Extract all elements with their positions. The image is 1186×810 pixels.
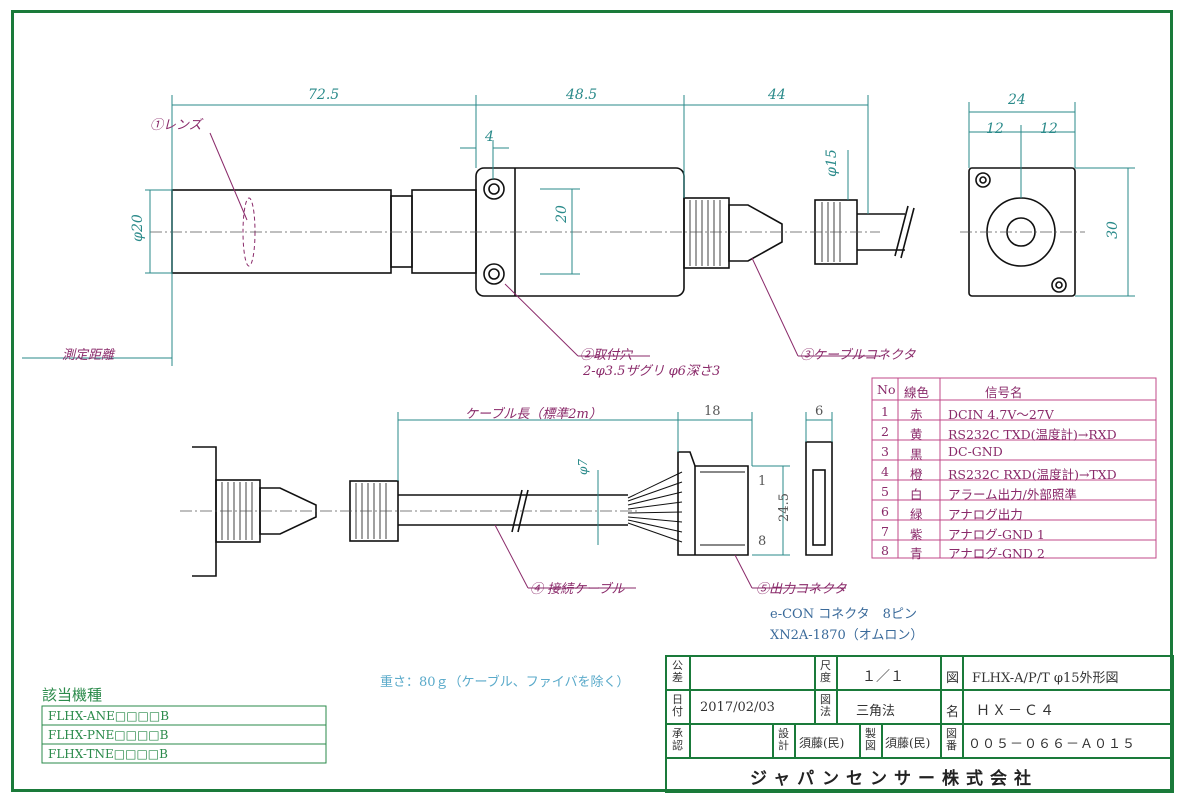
dim-24-5: 24.5 — [776, 493, 792, 522]
model-item-2: FLHX-PNE□□□□B — [48, 728, 169, 742]
callout-connection-cable: ④ 接続ケーブル — [530, 582, 625, 597]
lens-barrel — [171, 189, 392, 274]
projection-value: 三角法 — [856, 704, 896, 719]
row-5-color: 白 — [910, 487, 923, 502]
row-4-no: 4 — [881, 464, 889, 479]
table-header-color: 線色 — [904, 385, 930, 400]
row-5-signal: アラーム出力/外部照準 — [948, 487, 1077, 502]
row-2-signal: RS232C TXD(温度計)→RXD — [948, 427, 1117, 442]
cable-nut — [683, 197, 730, 269]
dim-phi7: φ7 — [576, 458, 591, 476]
dim-24: 24 — [1008, 92, 1026, 108]
row-6-no: 6 — [881, 504, 889, 519]
drawing-frame — [11, 10, 1173, 792]
connector-taper — [728, 204, 783, 262]
drawing-title: FLHX-A/P/T φ15外形図 — [972, 671, 1119, 686]
dim-44: 44 — [768, 87, 786, 103]
row-8-signal: アナログ-GND 2 — [948, 546, 1045, 561]
designer: 須藤(民) — [799, 736, 845, 750]
dim-6: 6 — [815, 404, 824, 419]
callout-output-connector: ⑤出力コネクタ — [756, 582, 847, 597]
name-label: 名 — [946, 705, 960, 720]
dim-20: 20 — [553, 205, 570, 223]
mount-hole-top — [483, 178, 505, 200]
mount-hole-bottom — [483, 263, 505, 285]
make-label: 製図 — [865, 727, 876, 752]
dim-48-5: 48.5 — [566, 87, 598, 103]
callout-mount-hole-spec: 2-φ3.5ザグリ φ6深さ3 — [583, 364, 721, 379]
table-header-no: No — [877, 382, 896, 397]
scale-label: 尺度 — [820, 659, 831, 684]
row-1-no: 1 — [881, 404, 889, 419]
tolerance-label: 公差 — [672, 659, 683, 684]
row-2-color: 黄 — [910, 427, 923, 442]
projection-label: 図法 — [820, 693, 831, 718]
callout-lens: ①レンズ — [150, 118, 202, 133]
pin-1-label: 1 — [758, 474, 767, 489]
dim-12-left: 12 — [986, 121, 1004, 137]
model-item-3: FLHX-TNE□□□□B — [48, 747, 168, 761]
barrel-mid — [411, 189, 477, 274]
dim-18: 18 — [704, 404, 721, 419]
company-name: ジャパンセンサー株式会社 — [750, 769, 1038, 789]
drawing-label: 図 — [946, 671, 960, 686]
row-6-color: 緑 — [910, 507, 923, 522]
row-7-signal: アナログ-GND 1 — [948, 527, 1045, 542]
row-1-color: 赤 — [910, 407, 923, 422]
row-1-signal: DCIN 4.7V～27V — [948, 407, 1054, 422]
barrel-step — [390, 195, 413, 268]
design-label: 設計 — [778, 727, 789, 752]
dim-12-right: 12 — [1040, 121, 1058, 137]
models-title: 該当機種 — [42, 686, 103, 704]
model-item-1: FLHX-ANE□□□□B — [48, 709, 170, 723]
row-4-signal: RS232C RXD(温度計)→TXD — [948, 467, 1117, 482]
date-label: 日付 — [672, 693, 683, 718]
row-4-color: 橙 — [910, 467, 923, 482]
callout-cable-connector: ③ケーブルコネクタ — [800, 348, 916, 363]
table-header-signal: 信号名 — [985, 385, 1023, 400]
dim-cable-length: ケーブル長（標準2m） — [465, 407, 602, 422]
callout-mount-hole: ②取付穴 — [580, 348, 633, 363]
row-5-no: 5 — [881, 484, 889, 499]
row-8-color: 青 — [910, 546, 923, 561]
signal-table-grid — [871, 377, 1157, 559]
row-3-no: 3 — [881, 444, 889, 459]
dim-phi20: φ20 — [129, 214, 146, 242]
approve-label: 承認 — [672, 727, 683, 752]
dim-phi15: φ15 — [823, 149, 840, 177]
weight-note: 重さ：80ｇ（ケーブル、ファイバを除く） — [380, 675, 630, 690]
row-6-signal: アナログ出力 — [948, 507, 1023, 522]
dim-30: 30 — [1104, 221, 1121, 239]
number-value: ００５－０６６－Ａ０１５ — [968, 737, 1137, 752]
econ-line1: e-CON コネクタ 8ピン — [770, 607, 917, 622]
row-3-color: 黒 — [910, 447, 923, 462]
row-3-signal: DC-GND — [948, 444, 1003, 459]
scale-value: １／１ — [862, 669, 904, 685]
dim-72-5: 72.5 — [308, 87, 340, 103]
e-con-connector — [677, 451, 749, 556]
row-7-no: 7 — [881, 524, 889, 539]
callout-measure-distance: 測定距離 — [62, 348, 115, 363]
dim-4: 4 — [485, 129, 494, 145]
date-value: 2017/02/03 — [700, 700, 775, 715]
row-8-no: 8 — [881, 543, 889, 558]
row-7-color: 紫 — [910, 527, 923, 542]
name-value: ＨＸ－Ｃ４ — [976, 703, 1056, 719]
row-2-no: 2 — [881, 424, 889, 439]
econ-line2: XN2A-1870（オムロン） — [770, 628, 924, 643]
number-label: 図番 — [946, 727, 957, 752]
title-block-grid — [665, 655, 1174, 793]
drafter: 須藤(民) — [885, 736, 931, 750]
pin-8-label: 8 — [758, 534, 767, 549]
